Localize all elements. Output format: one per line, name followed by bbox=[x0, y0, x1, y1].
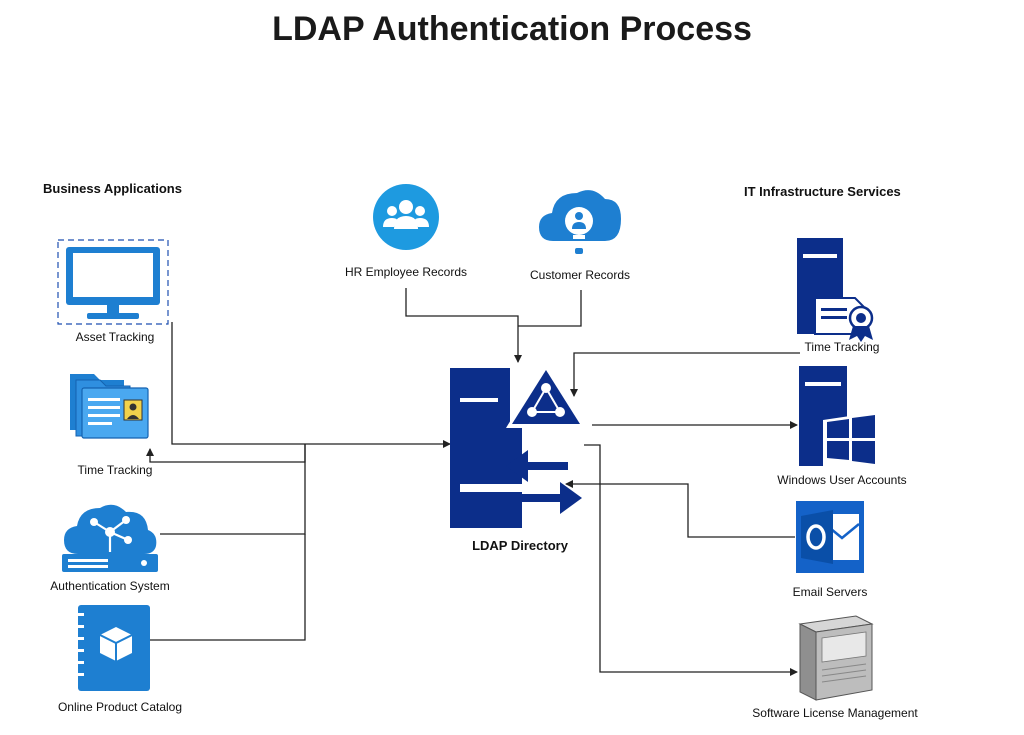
authentication-system-label: Authentication System bbox=[50, 579, 170, 593]
desktop-monitor-icon bbox=[57, 239, 169, 325]
connector-time-tracking-left bbox=[146, 444, 306, 463]
connector-time-tracking-right bbox=[570, 352, 800, 397]
notebook-box-icon bbox=[72, 605, 150, 691]
asset-tracking-node[interactable] bbox=[57, 239, 169, 325]
folder-documents-icon bbox=[70, 374, 149, 439]
product-catalog-label: Online Product Catalog bbox=[57, 700, 183, 714]
product-catalog-node[interactable] bbox=[70, 603, 152, 695]
connector-hr-records bbox=[405, 288, 522, 363]
asset-tracking-label: Asset Tracking bbox=[75, 330, 155, 344]
time-tracking-left-label: Time Tracking bbox=[77, 463, 153, 477]
hr-records-node[interactable] bbox=[372, 183, 440, 251]
customer-records-label: Customer Records bbox=[529, 268, 631, 282]
windows-accounts-node[interactable] bbox=[797, 364, 879, 468]
diagram-title: LDAP Authentication Process bbox=[272, 10, 752, 48]
connector-customer-records bbox=[518, 290, 582, 327]
windows-accounts-label: Windows User Accounts bbox=[777, 473, 907, 487]
connector-asset-tracking bbox=[171, 322, 451, 448]
server-windows-icon bbox=[799, 366, 877, 466]
ldap-server-icon bbox=[450, 362, 586, 528]
time-tracking-right-node[interactable] bbox=[795, 236, 879, 342]
authentication-system-node[interactable] bbox=[60, 496, 160, 574]
server-certificate-icon bbox=[797, 238, 874, 342]
hr-records-label: HR Employee Records bbox=[344, 265, 468, 279]
customer-records-node[interactable] bbox=[537, 185, 621, 259]
it-services-heading: IT Infrastructure Services bbox=[744, 184, 901, 199]
connector-product-catalog bbox=[150, 534, 306, 641]
ldap-directory-label: LDAP Directory bbox=[472, 538, 568, 553]
outlook-icon bbox=[796, 501, 864, 573]
connector-email-servers bbox=[565, 480, 795, 538]
cloud-network-icon bbox=[62, 504, 158, 572]
email-servers-node[interactable] bbox=[795, 500, 865, 574]
time-tracking-right-label: Time Tracking bbox=[804, 340, 880, 354]
license-mgmt-node[interactable] bbox=[796, 612, 874, 702]
ldap-directory-node[interactable] bbox=[448, 358, 590, 530]
time-tracking-left-node[interactable] bbox=[66, 366, 152, 442]
connector-license-mgmt bbox=[584, 444, 798, 676]
connector-authentication-system bbox=[160, 444, 306, 535]
license-mgmt-label: Software License Management bbox=[752, 706, 918, 720]
email-servers-label: Email Servers bbox=[792, 585, 868, 599]
cloud-lightbulb-icon bbox=[539, 190, 621, 254]
people-group-icon bbox=[373, 184, 439, 250]
business-apps-heading: Business Applications bbox=[43, 181, 182, 196]
tower-server-icon bbox=[798, 615, 874, 701]
